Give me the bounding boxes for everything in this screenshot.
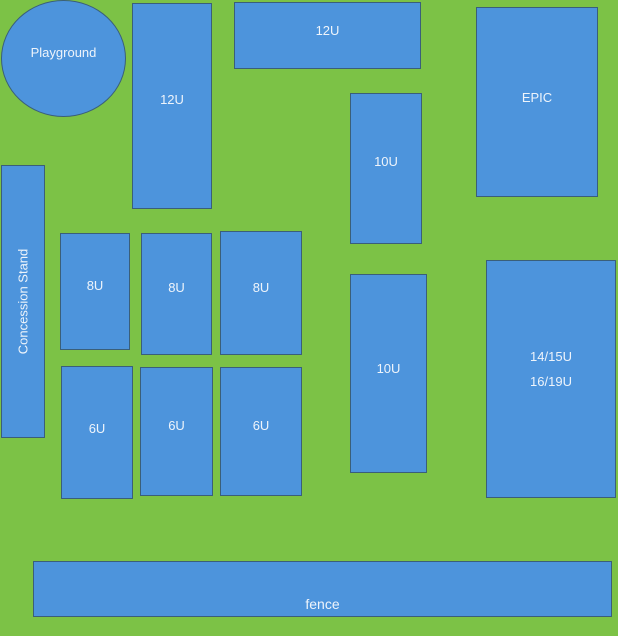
fence: fence bbox=[33, 561, 612, 617]
field-8u-2: 8U bbox=[141, 233, 212, 355]
concession-stand: Concession Stand bbox=[1, 165, 45, 438]
field-label: 8U bbox=[86, 278, 104, 293]
field-label: 8U bbox=[168, 280, 185, 295]
playground-label: Playground bbox=[30, 45, 97, 60]
field-6u-1: 6U bbox=[61, 366, 133, 499]
playground-area: Playground bbox=[1, 0, 126, 117]
field-label: 6U bbox=[88, 421, 106, 436]
field-8u-1: 8U bbox=[60, 233, 130, 350]
field-8u-3: 8U bbox=[220, 231, 302, 355]
field-12u-wide: 12U bbox=[234, 2, 421, 69]
field-label: 8U bbox=[252, 280, 270, 295]
field-label: 10U bbox=[376, 361, 401, 376]
field-label: EPIC bbox=[521, 90, 553, 105]
field-12u-tall: 12U bbox=[132, 3, 212, 209]
field-14-19u: 14/15U 16/19U bbox=[486, 260, 616, 498]
field-label: 6U bbox=[252, 418, 270, 433]
field-label-line1: 14/15U bbox=[530, 349, 572, 364]
field-label: 12U bbox=[160, 92, 184, 107]
field-label: 10U bbox=[374, 154, 398, 169]
field-10u-bottom: 10U bbox=[350, 274, 427, 473]
field-6u-3: 6U bbox=[220, 367, 302, 496]
field-label: 6U bbox=[168, 418, 185, 433]
fence-label: fence bbox=[305, 596, 340, 612]
field-epic: EPIC bbox=[476, 7, 598, 197]
field-label-line2: 16/19U bbox=[530, 374, 572, 389]
concession-label: Concession Stand bbox=[15, 248, 31, 355]
field-10u-top: 10U bbox=[350, 93, 422, 244]
field-6u-2: 6U bbox=[140, 367, 213, 496]
field-label: 12U bbox=[315, 23, 340, 38]
